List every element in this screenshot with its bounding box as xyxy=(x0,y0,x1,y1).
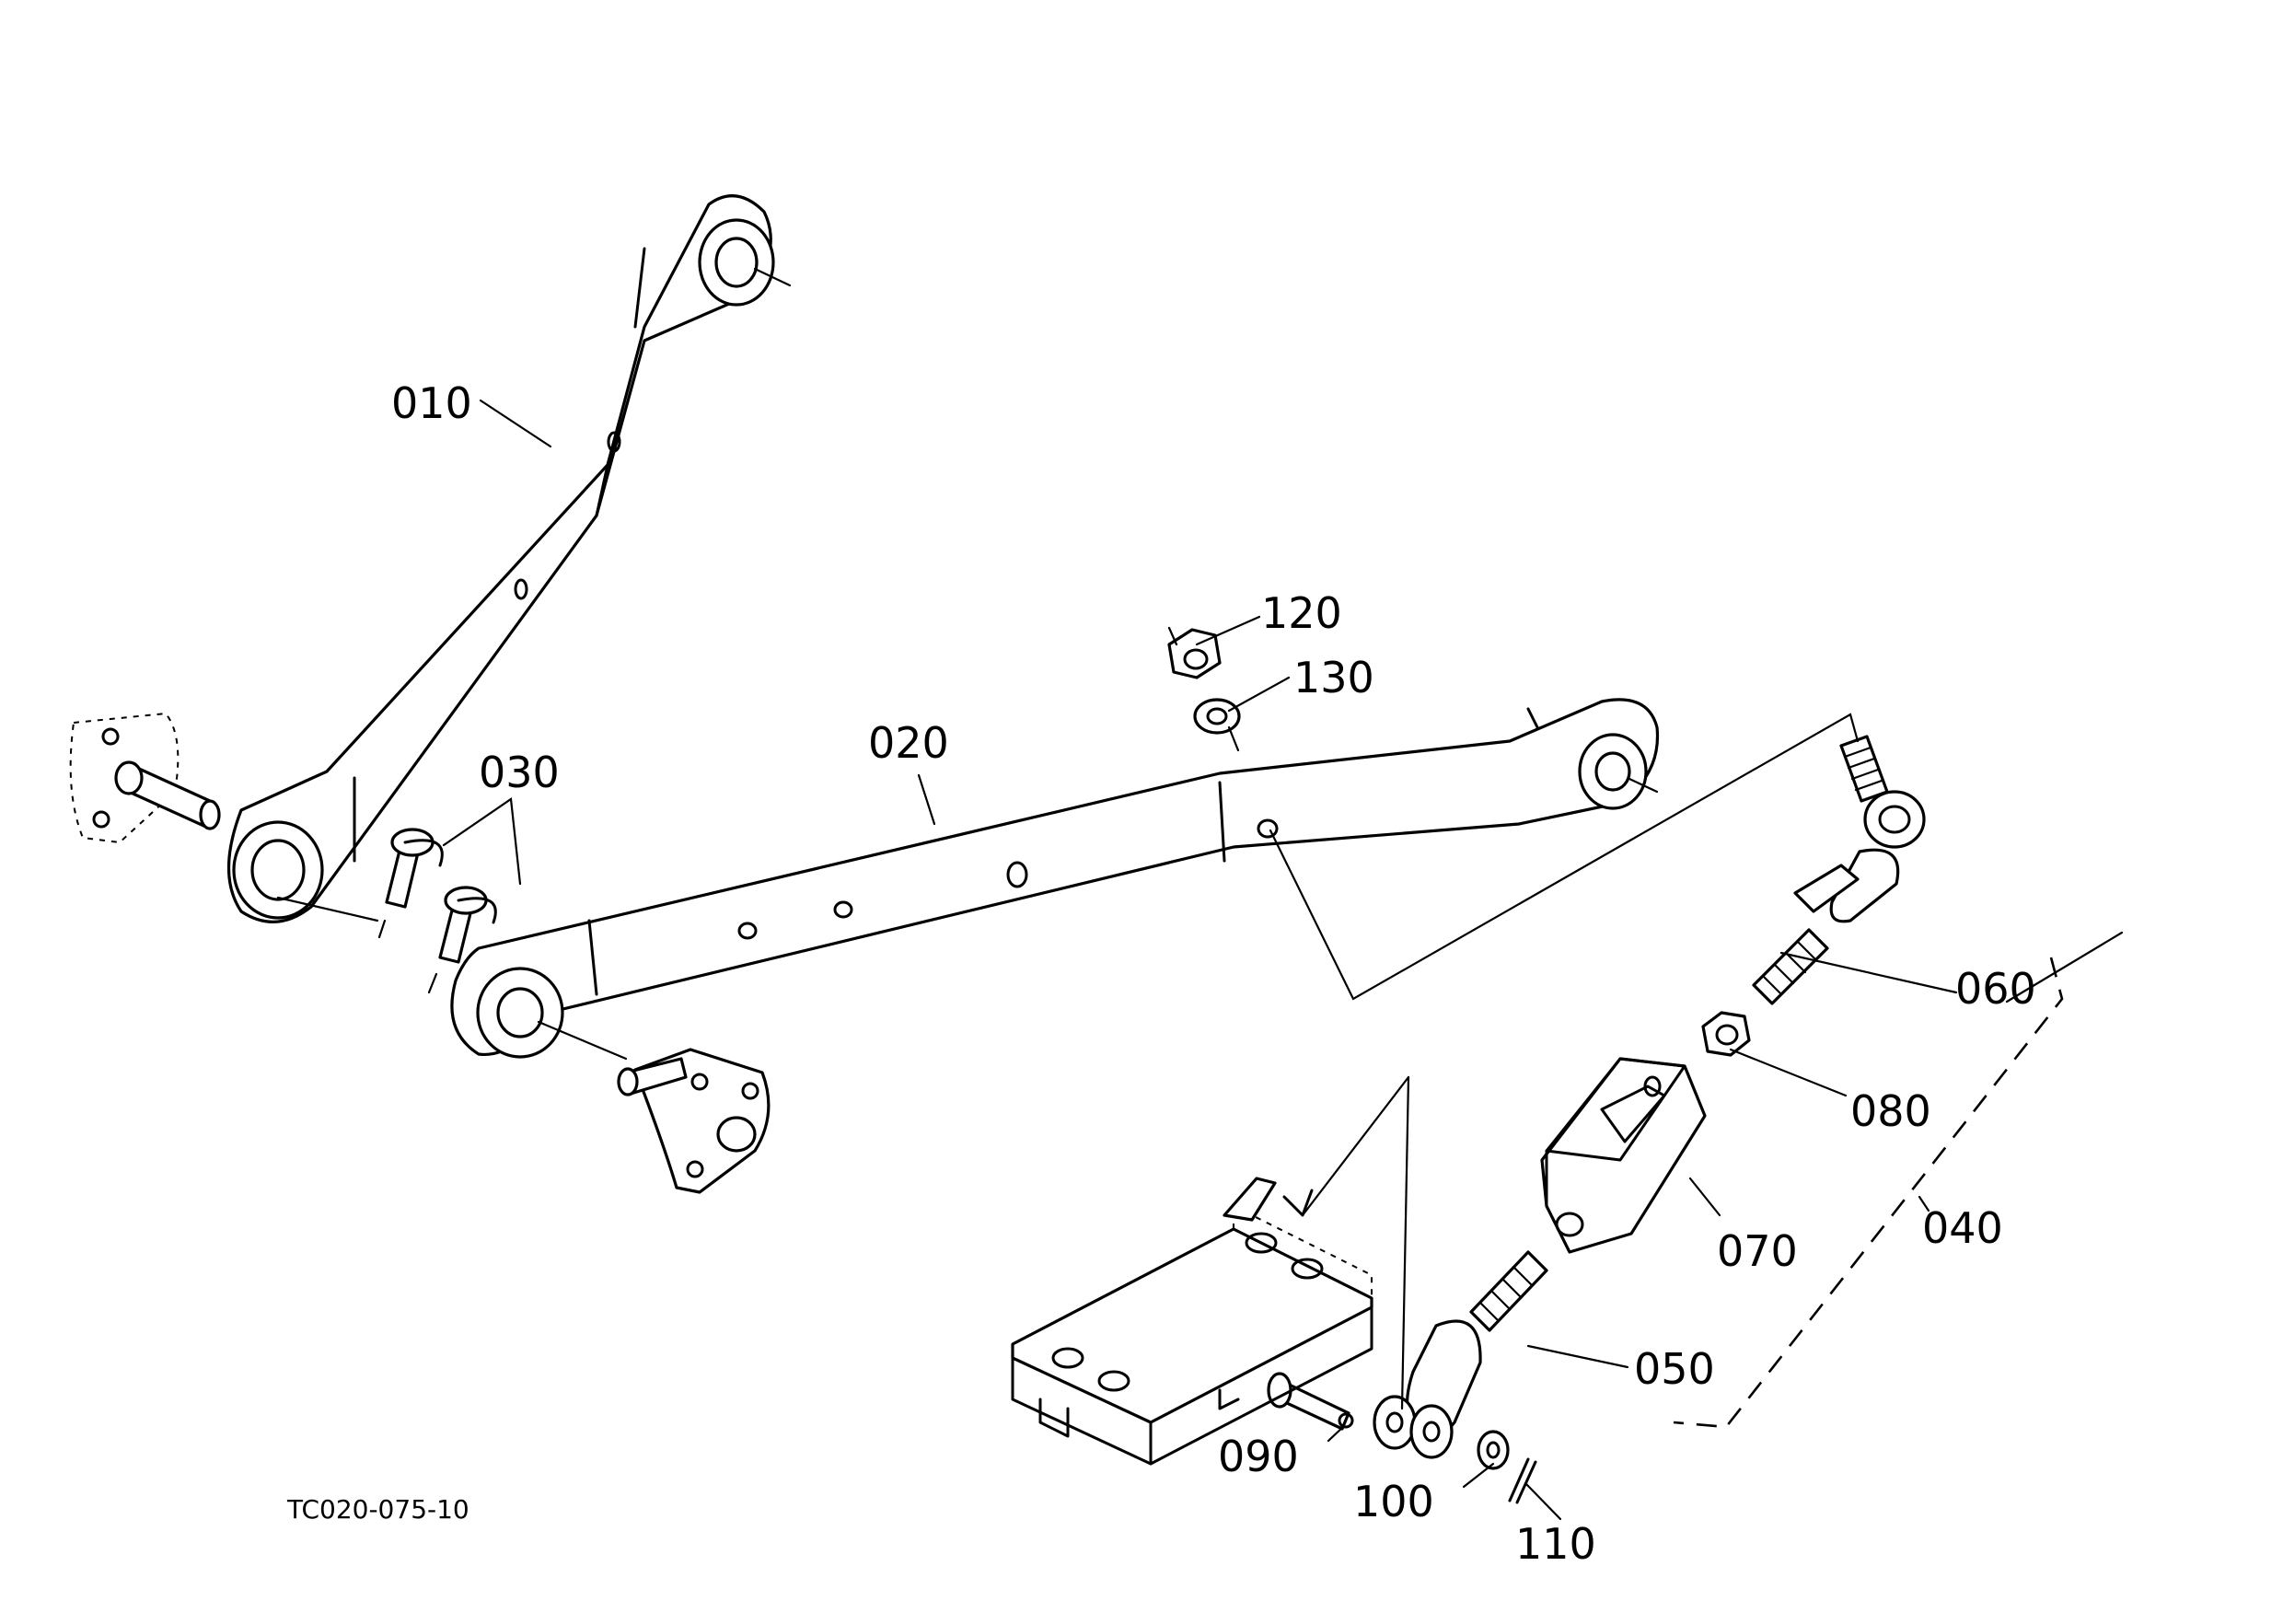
nut-120 xyxy=(1167,626,1222,679)
turnbuckle-body-070 xyxy=(1540,1057,1707,1254)
washer-100 xyxy=(1477,1430,1510,1470)
callout-110: 110 xyxy=(1515,1519,1596,1569)
mounting-pin-left xyxy=(69,712,221,844)
callout-100: 100 xyxy=(1353,1477,1434,1526)
lynch-pins-030 xyxy=(377,828,497,994)
callout-050: 050 xyxy=(1634,1344,1715,1394)
callout-130: 130 xyxy=(1293,653,1374,702)
callout-070: 070 xyxy=(1717,1226,1798,1276)
clevis-050 xyxy=(1373,1250,1548,1459)
lower-link-arm-020 xyxy=(450,698,1660,1061)
washer-130 xyxy=(1193,698,1241,735)
callout-010: 010 xyxy=(391,378,472,428)
chain-eyebolt-060 xyxy=(1752,735,1926,1005)
callout-120: 120 xyxy=(1261,588,1342,638)
mounting-pin-right xyxy=(617,1048,771,1194)
split-pin-110 xyxy=(1508,1457,1537,1504)
drawbar-plate xyxy=(1011,1177,1373,1466)
drawing-reference: TC020-075-10 xyxy=(286,1494,469,1525)
callout-040: 040 xyxy=(1922,1203,2003,1253)
callout-020: 020 xyxy=(868,718,949,768)
leader-lines xyxy=(442,399,2124,1521)
callout-060: 060 xyxy=(1955,964,2036,1014)
locknut-080 xyxy=(1701,1011,1751,1057)
callout-090: 090 xyxy=(1218,1432,1299,1481)
assembly-bracket-040 xyxy=(1673,957,2064,1429)
callout-080: 080 xyxy=(1850,1086,1931,1136)
callout-030: 030 xyxy=(479,748,560,797)
lower-link-arm-010 xyxy=(227,194,792,923)
